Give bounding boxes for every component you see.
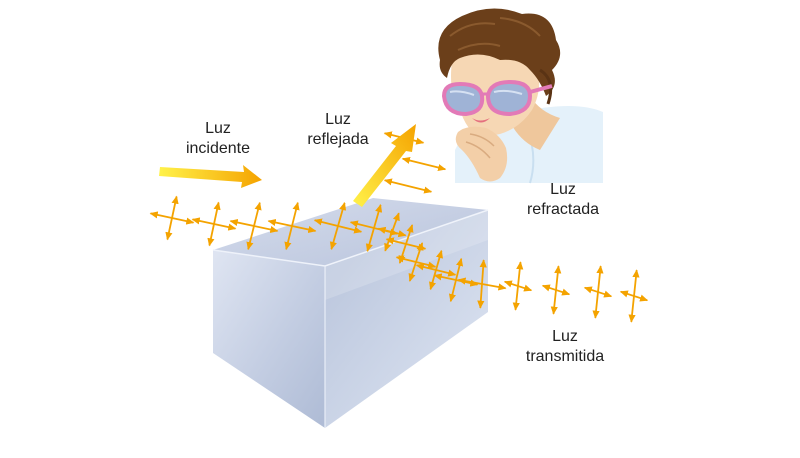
polarization-arrow-icon xyxy=(628,269,640,323)
incident-beam-arrow xyxy=(159,165,262,188)
polarization-arrow-icon xyxy=(401,156,447,172)
polarization-arrow-icon xyxy=(477,259,487,309)
label-reflected-line2: reflejada xyxy=(307,131,369,148)
polarization-arrow-icon xyxy=(448,257,464,303)
polarization-arrow-icon xyxy=(329,202,347,250)
label-incident-line1: Luz xyxy=(205,120,231,137)
polarization-arrow-icon xyxy=(512,261,524,311)
woman-with-sunglasses-icon xyxy=(438,8,603,184)
label-reflected-light: Luz reflejada xyxy=(288,110,388,150)
glass-block xyxy=(212,198,489,428)
polarization-arrow-icon xyxy=(408,242,424,282)
label-transmitted-line2: transmitida xyxy=(525,348,605,365)
polarization-arrow-icon xyxy=(429,249,443,291)
polarization-arrow-icon xyxy=(284,201,300,251)
label-incident-line2: incidente xyxy=(185,140,251,157)
polarization-markers xyxy=(149,131,649,323)
label-reflected-line1: Luz xyxy=(325,111,351,128)
polarization-arrow-icon xyxy=(165,195,179,241)
label-transmitted-line1: Luz xyxy=(552,328,578,345)
glass-front-face xyxy=(213,250,325,428)
polarization-arrow-icon xyxy=(592,265,604,319)
label-transmitted-light: Luz transmitida xyxy=(510,327,620,367)
reflected-beam-arrow xyxy=(353,124,416,207)
label-refracted-line2: refractada xyxy=(526,201,600,218)
polarization-arrow-icon xyxy=(383,178,433,194)
label-refracted-light: Luz refractada xyxy=(508,180,618,220)
polarization-arrow-icon xyxy=(377,226,407,238)
polarization-arrow-icon xyxy=(365,204,383,252)
label-refracted-line1: Luz xyxy=(550,181,576,198)
polarization-arrow-icon xyxy=(550,265,562,315)
polarization-arrow-icon xyxy=(246,201,262,251)
label-incident-light: Luz incidente xyxy=(168,119,268,159)
polarization-arrow-icon xyxy=(207,201,221,247)
